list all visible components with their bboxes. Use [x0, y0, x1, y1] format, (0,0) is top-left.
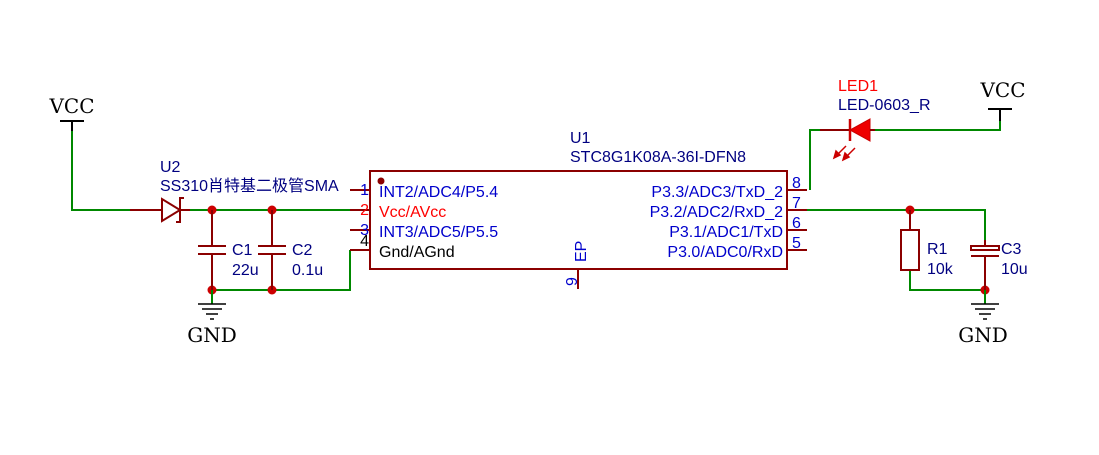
u2-ref: U2 [160, 159, 181, 176]
r1-value: 10k [927, 261, 954, 278]
c3-capacitor[interactable]: C3 10u [970, 240, 1028, 290]
c1-capacitor[interactable]: C1 22u [198, 210, 259, 290]
wire-vcc-right-to-led[interactable] [875, 120, 1001, 131]
c3-ref: C3 [1001, 241, 1022, 258]
c1-ref: C1 [232, 242, 253, 259]
u1-pin-name: INT3/ADC5/P5.5 [379, 224, 498, 241]
u1-pin-number: 5 [792, 235, 801, 252]
u1-pin-name: P3.3/ADC3/TxD_2 [651, 184, 783, 201]
u2-value: SS310肖特基二极管SMA [160, 177, 339, 195]
wire-vcc-to-u2[interactable] [71, 123, 130, 211]
wire-gnd-left[interactable] [212, 250, 351, 291]
gnd-right-label: GND [958, 323, 1008, 347]
u1-ref: U1 [570, 130, 591, 147]
u1-mcu[interactable]: U1 STC8G1K08A-36I-DFN8 1 2 3 4 INT2/ADC4… [350, 130, 807, 289]
c2-capacitor[interactable]: C2 0.1u [258, 210, 323, 290]
u1-pin-name: P3.2/ADC2/RxD_2 [650, 204, 783, 221]
u1-pin-number: 6 [792, 215, 801, 232]
wire-gnd-right[interactable] [909, 270, 985, 291]
r1-resistor[interactable]: R1 10k [900, 210, 954, 278]
c3-value: 10u [1001, 261, 1028, 278]
led1-value: LED-0603_R [838, 97, 931, 114]
u1-pin-number: 3 [360, 222, 369, 239]
u1-pin-number: 2 [360, 202, 369, 219]
u1-pin-number: 8 [792, 175, 801, 192]
u2-schottky-diode[interactable]: U2 SS310肖特基二极管SMA [130, 159, 339, 223]
u1-pin-number: 1 [360, 182, 369, 199]
u1-pin-name: Vcc/AVcc [379, 204, 446, 221]
vcc-right-label: VCC [979, 78, 1025, 102]
u1-pin-name: Gnd/AGnd [379, 244, 455, 261]
vcc-right-symbol[interactable]: VCC [979, 78, 1026, 121]
wire-pin7-net[interactable] [807, 209, 986, 240]
r1-ref: R1 [927, 241, 948, 258]
u1-pin-number: 9 [564, 277, 581, 286]
led1-ref: LED1 [838, 78, 878, 95]
c2-value: 0.1u [292, 262, 323, 279]
wires [71, 120, 1001, 291]
u1-pin-name: P3.0/ADC0/RxD [667, 244, 783, 261]
u1-pin-name: INT2/ADC4/P5.4 [379, 184, 498, 201]
c1-value: 22u [232, 262, 259, 279]
gnd-left-symbol[interactable]: GND [187, 290, 237, 347]
u1-pin-number: 4 [360, 233, 369, 250]
u1-pin-number: 7 [792, 195, 801, 212]
u1-pin-name: P3.1/ADC1/TxD [669, 224, 783, 241]
gnd-left-label: GND [187, 323, 237, 347]
u1-pin-name: EP [573, 241, 590, 262]
u1-value: STC8G1K08A-36I-DFN8 [570, 149, 746, 166]
vcc-left-symbol[interactable]: VCC [48, 94, 95, 131]
gnd-right-symbol[interactable]: GND [958, 290, 1008, 347]
wire-led-to-pin8[interactable] [809, 129, 820, 190]
c2-ref: C2 [292, 242, 313, 259]
junctions [207, 205, 990, 295]
vcc-left-label: VCC [48, 94, 94, 118]
led1-led[interactable]: LED1 LED-0603_R [820, 78, 931, 162]
